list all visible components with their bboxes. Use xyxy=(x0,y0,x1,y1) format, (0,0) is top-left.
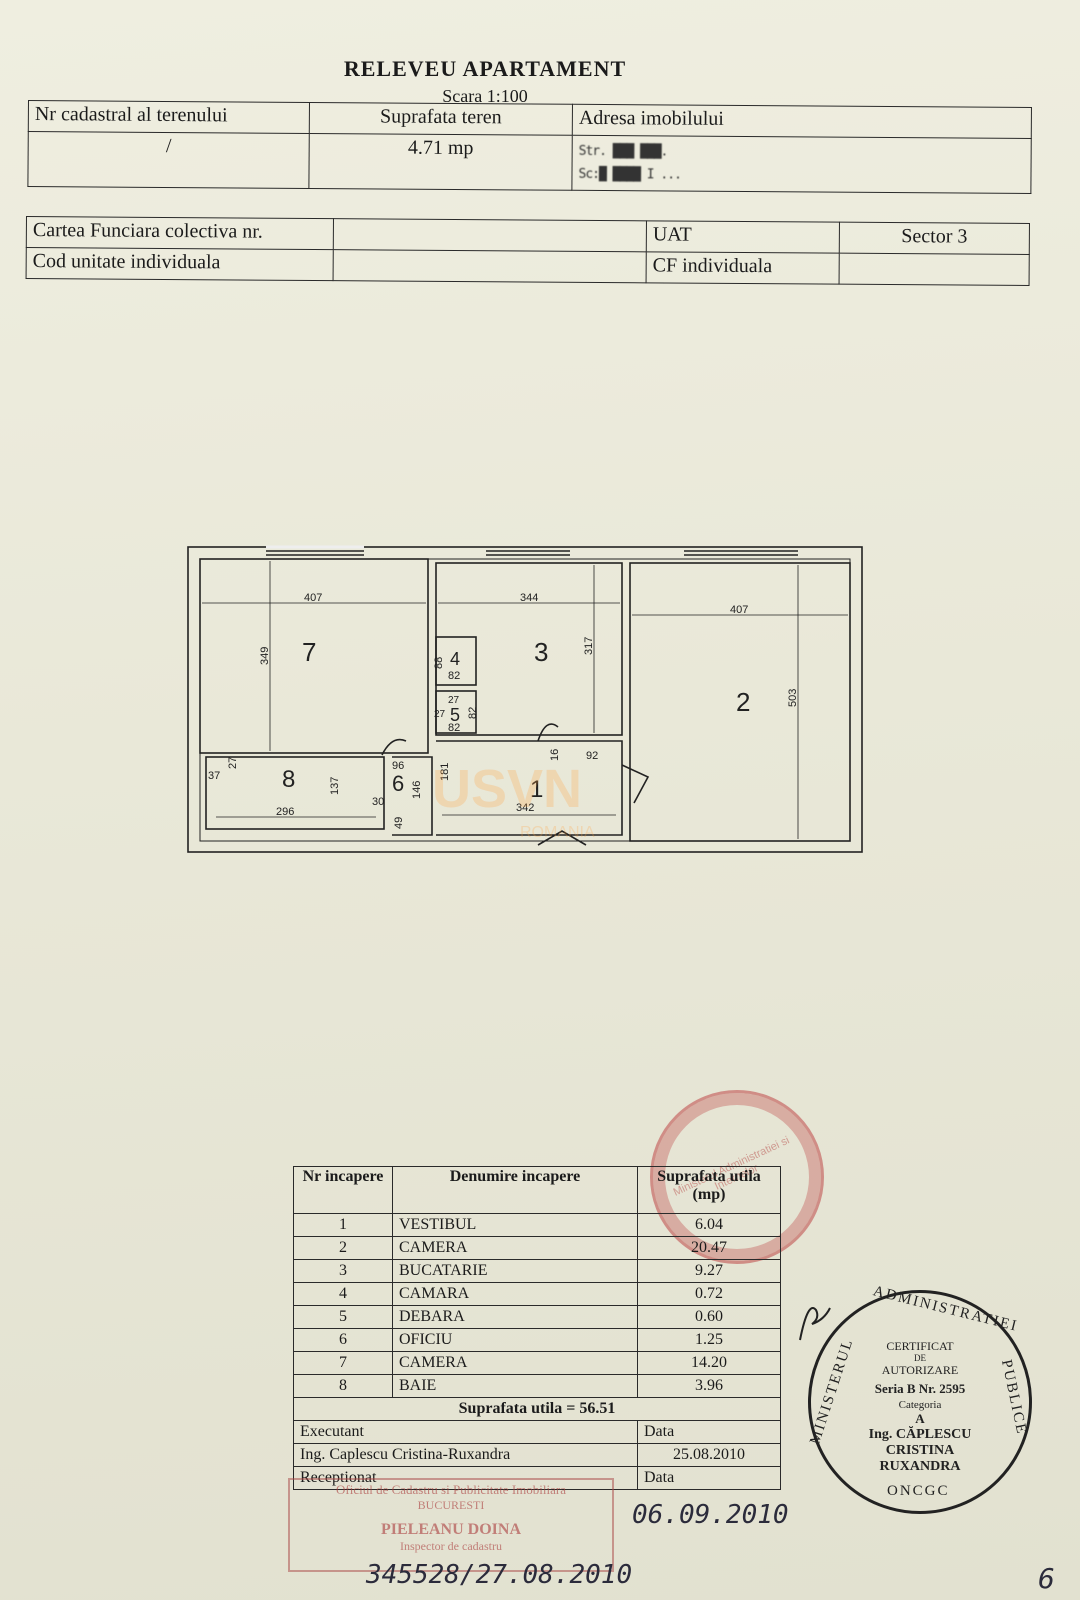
room-4-outline xyxy=(435,636,477,686)
watermark: USVN xyxy=(432,759,582,819)
dim-label: 296 xyxy=(276,806,294,818)
address-label: Adresa imobilului xyxy=(572,104,1032,139)
office-city: BUCURESTI xyxy=(417,1498,485,1512)
handwritten-date: 06.09.2010 xyxy=(632,1500,789,1530)
dim-label: 27 xyxy=(448,695,460,706)
room-number-8: 8 xyxy=(282,766,295,793)
dim-label: 503 xyxy=(787,689,799,707)
seal-line-2: DE xyxy=(914,1353,926,1363)
seal-category-label: Categoria xyxy=(898,1399,942,1411)
seal-line-3: AUTORIZARE xyxy=(881,1363,959,1377)
dim-label: 96 xyxy=(392,760,404,772)
dim-label: 49 xyxy=(393,817,405,829)
room-number-7: 7 xyxy=(302,637,316,667)
dim-label: 82 xyxy=(448,722,460,734)
dim-label: 82 xyxy=(467,707,479,719)
seal-line-1: CERTIFICAT xyxy=(886,1339,954,1353)
dim-label: 137 xyxy=(329,777,341,795)
data-label: Data xyxy=(637,1420,781,1444)
office-line: Oficiul de Cadastru si Publicitate Imobi… xyxy=(336,1482,566,1497)
dim-label: 92 xyxy=(586,750,598,762)
dim-label: 181 xyxy=(439,763,451,781)
data-label-2: Data xyxy=(637,1466,781,1490)
room-number-3: 3 xyxy=(534,637,548,667)
room-6-outline xyxy=(392,756,433,836)
room-5-outline xyxy=(435,690,477,734)
address-line-1: Str. ███ ███. xyxy=(578,143,668,160)
rooms-table: Nr incapere Denumire incapere Suprafata … xyxy=(293,1166,781,1490)
inspector-role: Inspector de cadastru xyxy=(400,1539,502,1553)
seal-ring-bottom: ONCGC xyxy=(887,1483,950,1499)
area-label: Suprafata teren xyxy=(309,102,573,136)
dim-label: 30 xyxy=(372,796,384,808)
seal-category: A xyxy=(915,1411,925,1426)
signature-icon xyxy=(799,1307,831,1341)
executant-date: 25.08.2010 xyxy=(637,1443,781,1467)
room-number-2: 2 xyxy=(736,687,750,717)
dim-label: 349 xyxy=(259,647,271,665)
cadastre-office-stamp: Oficiul de Cadastru si Publicitate Imobi… xyxy=(288,1478,614,1572)
cf-collective-label: Cartea Funciara colectiva nr. xyxy=(26,216,334,250)
authorization-seal: ADMINISTRATIEI MINISTERUL PUBLICE ONCGC … xyxy=(807,1283,1032,1514)
dim-label: 82 xyxy=(448,670,460,682)
col-header-name: Denumire incapere xyxy=(392,1166,638,1214)
seal-series: Seria B Nr. 2595 xyxy=(874,1381,966,1396)
cf-info-table: Cartea Funciara colectiva nr. UAT Sector… xyxy=(26,216,1030,286)
dim-label: 342 xyxy=(516,802,534,814)
executant-name: Ing. Caplescu Cristina-Ruxandra xyxy=(293,1443,638,1467)
dim-label: 27 xyxy=(434,709,446,720)
page-number: 6 xyxy=(1038,1562,1055,1595)
inspector-name: PIELEANU DOINA xyxy=(380,1521,521,1538)
sector-value: Sector 3 xyxy=(839,222,1030,255)
col-header-nr: Nr incapere xyxy=(293,1166,393,1214)
unit-code-label: Cod unitate individuala xyxy=(26,247,334,281)
dim-label: 344 xyxy=(520,592,538,604)
address-line-2: Sc:█ ████ I ... xyxy=(578,166,681,183)
scale-label: Scara 1:100 xyxy=(442,86,528,106)
room-number-5: 5 xyxy=(450,705,460,725)
document-title: RELEVEU APARTAMENT xyxy=(343,56,627,81)
dim-label: 407 xyxy=(730,604,748,616)
dim-label: 16 xyxy=(549,749,561,761)
uat-label: UAT xyxy=(646,220,840,254)
area-value: 4.71 mp xyxy=(308,133,573,191)
cadastral-label: Nr cadastral al terenului xyxy=(28,100,310,134)
executant-label: Executant xyxy=(293,1420,638,1444)
dim-label: 27 xyxy=(227,757,239,769)
dim-label: 37 xyxy=(208,770,220,782)
watermark-sub: ROMANIA xyxy=(520,824,595,841)
outer-wall xyxy=(187,546,863,853)
dim-label: 317 xyxy=(583,637,595,655)
room-number-1: 1 xyxy=(530,776,543,803)
dim-label: 407 xyxy=(304,592,322,604)
room-number-6: 6 xyxy=(392,771,404,796)
address-value: Str. ███ ███. Sc:█ ████ I ... xyxy=(571,135,1032,194)
land-info-table: Nr cadastral al terenului Suprafata tere… xyxy=(27,100,1032,194)
room-2-outline xyxy=(629,562,851,842)
room-1-outline xyxy=(436,740,623,836)
room-number-4: 4 xyxy=(450,649,460,669)
col-header-area: Suprafata utila (mp) xyxy=(637,1166,781,1214)
seal-name-1: Ing. CĂPLESCU xyxy=(868,1427,972,1442)
seal-name-3: RUXANDRA xyxy=(879,1459,961,1474)
cf-individual-label: CF individuala xyxy=(646,251,840,285)
total-area: Suprafata utila = 56.51 xyxy=(293,1397,781,1421)
floor-plan: 7 3 2 4 5 8 6 1 407 344 407 349 317 503 … xyxy=(187,545,863,853)
dim-label: 146 xyxy=(411,781,423,799)
cadastral-value: / xyxy=(27,131,310,189)
handwritten-registration: 345528/27.08.2010 xyxy=(366,1560,633,1590)
seal-name-2: CRISTINA xyxy=(885,1443,955,1458)
room-8-outline xyxy=(205,756,385,830)
dim-label: 88 xyxy=(433,657,445,669)
room-7-outline xyxy=(199,558,429,754)
